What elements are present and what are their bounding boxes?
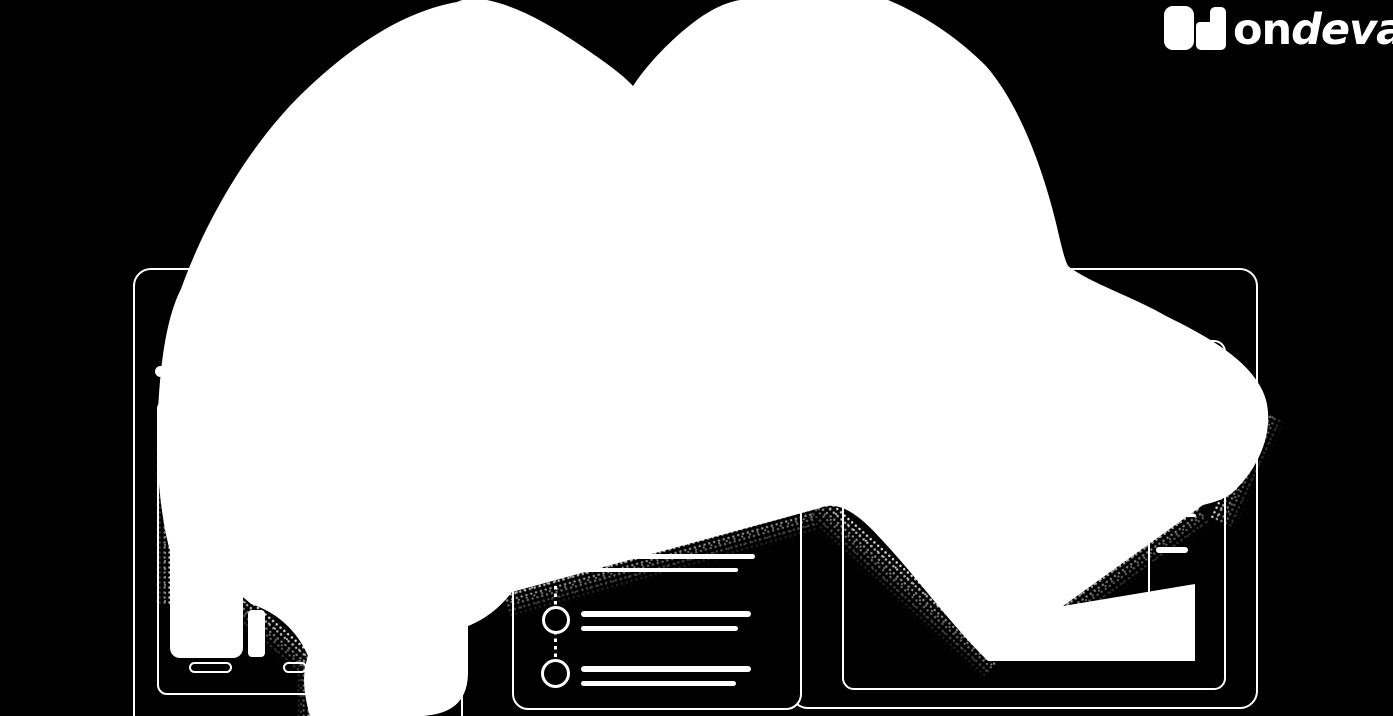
wireframe-list-card [512, 430, 802, 710]
wireframe-window-right [790, 268, 1258, 709]
left-window-content-panel [157, 399, 451, 695]
wireframe-window-left [133, 268, 463, 716]
skeleton-text-line [581, 568, 738, 572]
right-window-content-panel [842, 340, 1226, 690]
logo-word-end: deva [1291, 5, 1393, 55]
skeleton-text-line [581, 554, 755, 559]
skeleton-text-line [581, 611, 751, 617]
skeleton-text-line [581, 681, 736, 686]
logo-word-start: on [1233, 5, 1292, 55]
footer-pill-button-2 [283, 662, 307, 673]
vertical-divider [1148, 500, 1150, 593]
sidebar-text-line [1167, 514, 1196, 517]
skeleton-text-line [581, 666, 751, 672]
toolbar-pill [155, 366, 191, 377]
skeleton-text-line [581, 626, 738, 631]
step-circle-icon [542, 606, 570, 634]
logo-bar-icon [1164, 6, 1194, 50]
sidebar-text-bar [1156, 547, 1188, 553]
footer-pill-button-1 [189, 662, 232, 673]
logo-bar-icon [1196, 22, 1211, 50]
step-circle-icon [541, 659, 570, 688]
logo-wordmark: ondeva [1233, 9, 1393, 52]
content-column-wide [170, 540, 243, 658]
content-column-narrow [248, 610, 265, 657]
logo-bar-icon [1210, 7, 1226, 50]
